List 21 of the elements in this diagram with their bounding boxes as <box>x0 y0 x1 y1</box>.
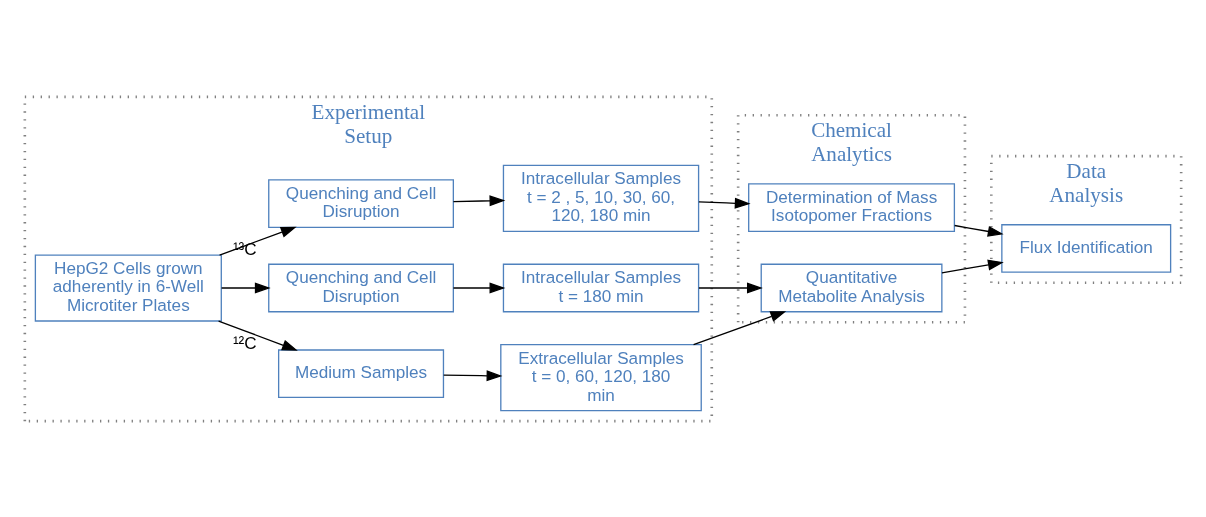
arrow <box>692 310 787 345</box>
arrow <box>217 319 298 351</box>
node-box: Quenching and Cell Disruption <box>268 178 454 228</box>
arrow <box>452 281 506 294</box>
arrow <box>954 224 1004 237</box>
node-box: Medium Samples <box>277 348 445 398</box>
node-box: Intracellular Samples t = 180 min <box>502 263 700 312</box>
node-box: Intracellular Samples t = 2 , 5, 10, 30, 60, 120, 180 min <box>502 164 700 232</box>
node-box: Quantitative Metabolite Analysis <box>760 263 943 312</box>
arrow <box>220 281 271 294</box>
arrow <box>443 369 503 381</box>
node-box: Quenching and Cell Disruption <box>268 263 454 312</box>
node-box: Extracellular Samples t = 0, 60, 120, 180 min <box>500 343 702 411</box>
arrow <box>698 197 751 209</box>
arrow <box>941 258 1004 273</box>
arrow <box>698 281 763 294</box>
edge-label: ¹²C <box>232 332 257 353</box>
node-box: Flux Identification <box>1001 223 1172 273</box>
arrow <box>452 194 506 206</box>
node-box: Determination of Mass Isotopomer Fractions <box>748 182 956 232</box>
node-box: HepG2 Cells grown adherently in 6-Well Microtiter Plates <box>34 253 222 322</box>
